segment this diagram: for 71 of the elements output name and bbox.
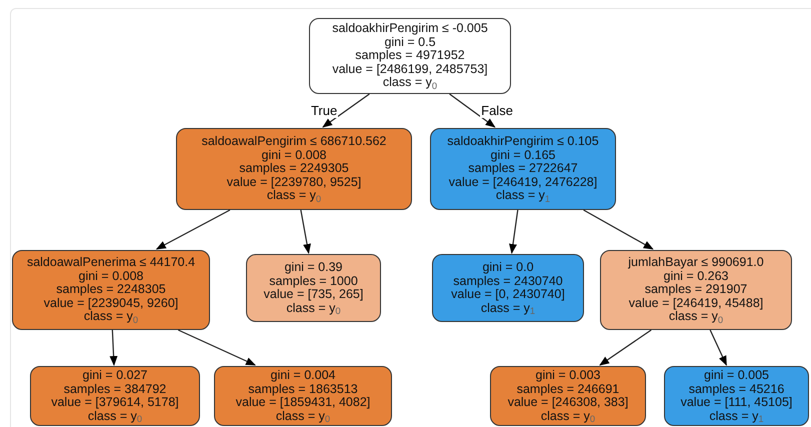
node-text: gini = 0.008 bbox=[262, 148, 326, 162]
node-text: samples = 291907 bbox=[644, 283, 748, 297]
node-text: samples = 1000 bbox=[269, 274, 358, 288]
node-text: saldoakhirPengirim ≤ 0.105 bbox=[447, 135, 599, 149]
node-text: gini = 0.027 bbox=[82, 369, 148, 382]
edge-label: False bbox=[480, 102, 512, 118]
node-text: samples = 246691 bbox=[516, 382, 620, 396]
tree-node-box bbox=[309, 18, 511, 94]
node-text: class = y$_{0}$ bbox=[382, 76, 438, 90]
arrow bbox=[599, 330, 652, 366]
tree-node-box bbox=[176, 128, 412, 210]
node-text: value = [2239780, 9525] bbox=[226, 176, 362, 190]
arrow bbox=[583, 209, 654, 250]
node-text: class = y$_{0}$ bbox=[266, 189, 322, 203]
node-text: value = [246419, 45488] bbox=[628, 296, 764, 310]
node-text: saldoawalPenerima ≤ 44170.4 bbox=[26, 256, 196, 270]
tree-node-box bbox=[432, 254, 584, 322]
node-text: gini = 0.0 bbox=[482, 261, 534, 274]
node-text: class = y$_{1}$ bbox=[496, 189, 550, 203]
tree-node-box bbox=[246, 254, 381, 322]
node-text: samples = 1863513 bbox=[248, 382, 358, 396]
node-text: gini = 0.165 bbox=[490, 148, 556, 162]
node-text: saldoawalPengirim ≤ 686710.562 bbox=[202, 135, 386, 149]
arrow bbox=[509, 210, 518, 254]
node-text: gini = 0.5 bbox=[384, 36, 436, 50]
node-text: gini = 0.008 bbox=[78, 270, 144, 284]
node-text: gini = 0.004 bbox=[270, 369, 336, 382]
node-text: class = y$_{0}$ bbox=[84, 310, 138, 324]
node-text: class = y$_{1}$ bbox=[480, 302, 536, 315]
node-text: value = [0, 2430740] bbox=[451, 288, 565, 302]
tree-node-box bbox=[490, 366, 646, 426]
tree-node-box bbox=[430, 128, 616, 210]
node-text: value = [111, 45105] bbox=[680, 396, 792, 410]
arrow bbox=[178, 329, 256, 366]
node-text: value = [379614, 5178] bbox=[51, 396, 179, 410]
node-text: class = y$_{0}$ bbox=[276, 410, 330, 423]
node-text: class = y$_{0}$ bbox=[286, 302, 341, 315]
node-text: value = [1859431, 4082] bbox=[236, 396, 370, 410]
arrow bbox=[110, 330, 118, 366]
node-text: gini = 0.003 bbox=[536, 369, 600, 382]
node-text: samples = 4971952 bbox=[355, 49, 465, 63]
node-text: value = [2486199, 2485753] bbox=[332, 62, 488, 76]
tree-node-box bbox=[664, 366, 809, 426]
arrow bbox=[322, 94, 370, 128]
node-text: samples = 45216 bbox=[688, 382, 784, 396]
tree-node-box bbox=[600, 250, 792, 330]
node-text: value = [246308, 383] bbox=[508, 396, 628, 410]
node-text: jumlahBayar ≤ 990691.0 bbox=[628, 256, 764, 270]
node-text: samples = 384792 bbox=[64, 382, 166, 396]
node-text: samples = 2249305 bbox=[239, 162, 349, 176]
node-text: class = y$_{1}$ bbox=[709, 410, 764, 423]
node-text: samples = 2722647 bbox=[468, 162, 578, 176]
tree-node-box bbox=[214, 366, 392, 426]
node-text: samples = 2430740 bbox=[453, 274, 563, 288]
node-text: gini = 0.263 bbox=[664, 270, 728, 284]
arrow bbox=[300, 210, 311, 254]
node-text: samples = 2248305 bbox=[56, 283, 166, 297]
node-text: class = y$_{0}$ bbox=[668, 310, 724, 324]
node-text: saldoakhirPengirim ≤ -0.005 bbox=[332, 22, 488, 36]
node-text: class = y$_{0}$ bbox=[540, 410, 596, 423]
node-text: value = [2239045, 9260] bbox=[44, 296, 178, 310]
node-text: gini = 0.39 bbox=[284, 261, 343, 274]
arrow bbox=[710, 330, 727, 366]
tree-node-box bbox=[30, 366, 200, 426]
arrow bbox=[449, 94, 496, 128]
node-text: gini = 0.005 bbox=[704, 369, 769, 382]
tree-node-box bbox=[12, 250, 210, 330]
arrow bbox=[156, 209, 230, 250]
node-text: class = y$_{0}$ bbox=[88, 410, 142, 423]
node-text: value = [246419, 2476228] bbox=[448, 176, 598, 190]
node-text: value = [735, 265] bbox=[264, 288, 364, 302]
